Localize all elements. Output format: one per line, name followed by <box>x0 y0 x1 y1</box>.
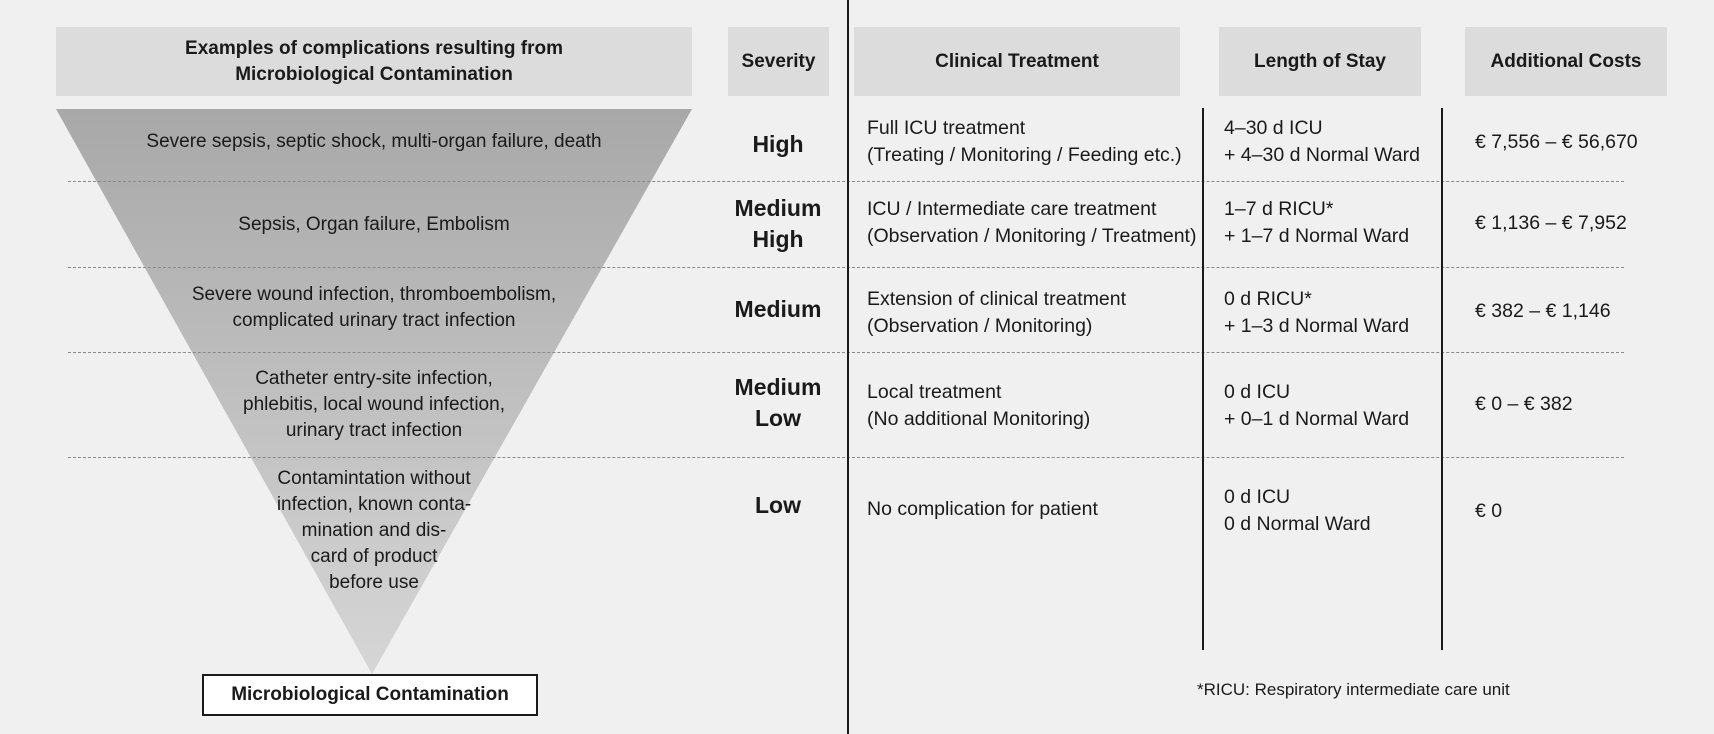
header-examples-label: Examples of complications resulting from… <box>185 37 563 85</box>
header-clinical-treatment: Clinical Treatment <box>854 27 1180 96</box>
treatment-medium: Extension of clinical treatment (Observa… <box>867 288 1127 337</box>
row-divider <box>68 457 1624 458</box>
severity-low: Low <box>755 492 801 518</box>
complication-funnel <box>56 109 692 674</box>
treatment-medium-high: ICU / Intermediate care treatment (Obser… <box>867 198 1197 247</box>
treatment-medium-low: Local treatment (No additional Monitorin… <box>867 381 1091 430</box>
complication-text-medium-high: Sepsis, Organ failure, Embolism <box>238 214 510 235</box>
complication-text-medium: Severe wound infection, thromboembolism,… <box>191 284 557 331</box>
header-clinical-treatment-label: Clinical Treatment <box>935 50 1099 72</box>
funnel-shape <box>56 109 692 674</box>
complication-text-high: Severe sepsis, septic shock, multi-organ… <box>146 131 602 152</box>
header-additional-costs-label: Additional Costs <box>1490 50 1642 72</box>
severity-medium-low: Medium Low <box>734 374 822 431</box>
contamination-base-text: Microbiological Contamination <box>231 684 509 705</box>
header-severity-label: Severity <box>741 50 816 72</box>
complication-text-medium-low: Catheter entry-site infection, phlebitis… <box>243 368 505 441</box>
row-divider <box>68 352 1624 353</box>
stay-medium-low: 0 d ICU + 0–1 d Normal Ward <box>1224 381 1410 430</box>
severity-high: High <box>752 131 804 157</box>
severity-medium: Medium <box>734 296 822 322</box>
header-additional-costs: Additional Costs <box>1465 27 1667 96</box>
contamination-base-label: Microbiological Contamination <box>202 674 538 716</box>
cost-medium: € 382 – € 1,146 <box>1475 300 1611 322</box>
cost-low: € 0 <box>1475 500 1503 522</box>
header-length-of-stay: Length of Stay <box>1219 27 1421 96</box>
header-severity: Severity <box>728 27 829 96</box>
complication-text-low: Contamintation without infection, known … <box>276 468 472 593</box>
row-divider <box>68 181 1624 182</box>
stay-medium: 0 d RICU* + 1–3 d Normal Ward <box>1224 288 1410 337</box>
cost-medium-high: € 1,136 – € 7,952 <box>1475 212 1627 234</box>
stay-right-divider <box>1441 108 1443 650</box>
cost-medium-low: € 0 – € 382 <box>1475 393 1573 415</box>
treatment-high: Full ICU treatment (Treating / Monitorin… <box>867 117 1182 166</box>
stay-high: 4–30 d ICU + 4–30 d Normal Ward <box>1224 117 1420 166</box>
stay-left-divider <box>1202 108 1204 650</box>
header-length-of-stay-label: Length of Stay <box>1254 50 1386 72</box>
footnote: *RICU: Respiratory intermediate care uni… <box>1197 680 1510 699</box>
cost-high: € 7,556 – € 56,670 <box>1475 131 1638 153</box>
header-examples: Examples of complications resulting from… <box>56 27 692 96</box>
stay-medium-high: 1–7 d RICU* + 1–7 d Normal Ward <box>1224 198 1410 247</box>
main-vertical-divider <box>847 0 849 734</box>
stay-low: 0 d ICU 0 d Normal Ward <box>1224 486 1371 535</box>
row-divider <box>68 267 1624 268</box>
treatment-low: No complication for patient <box>867 498 1098 520</box>
severity-medium-high: Medium High <box>734 195 822 252</box>
